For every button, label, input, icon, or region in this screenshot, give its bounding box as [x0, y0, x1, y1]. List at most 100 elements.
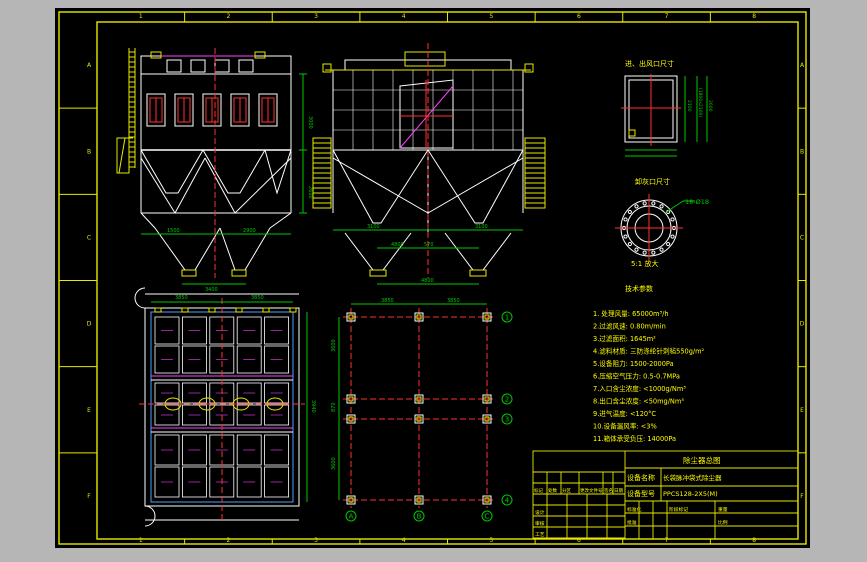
border-col-marker: 7: [665, 537, 669, 544]
tb-header-cell: 日期: [614, 488, 623, 494]
column-pad: [482, 495, 492, 505]
border-col-marker: 3: [314, 13, 318, 20]
foundation-top-dim-left: 3850: [381, 298, 394, 304]
axis-bubble-col: [345, 510, 357, 522]
axis-label-col: A: [349, 513, 354, 521]
front-dim-hopper-left: 1500: [167, 228, 180, 234]
inlet-dim-size: (1800x2100): [697, 88, 703, 117]
bolt-hole: [623, 234, 628, 239]
column-base: [484, 396, 490, 402]
tb-header-cell: 更改文件号: [580, 487, 603, 494]
filter-cell: [236, 466, 262, 498]
front-dim-hopper-right: 2900: [243, 228, 256, 234]
filter-cell: [154, 434, 180, 466]
border-row-marker: C: [800, 234, 804, 241]
column-base: [416, 416, 422, 422]
axis-label-row: 4: [505, 497, 510, 505]
foundation-view: [338, 303, 495, 508]
column-base: [416, 497, 422, 503]
filter-cell: [182, 404, 207, 426]
foundation-side-dim-1: 3600: [331, 339, 337, 352]
bolt-hole: [670, 217, 675, 222]
border-col-marker: 1: [139, 537, 143, 544]
side-view-dims: 3100 4800 3100 570 4800: [367, 224, 488, 284]
tb-header-cell: 标记: [534, 487, 543, 494]
side-dim-left: 3100: [367, 224, 380, 230]
bolt-hole: [666, 241, 671, 247]
plan-dim-left: 3850: [175, 295, 188, 301]
foundation-dims: 3850 3850 3600 870 3600: [331, 298, 460, 470]
tb-role-cell: 审核: [535, 520, 545, 527]
top-flange: [181, 307, 189, 313]
plan-view: [134, 287, 308, 527]
equipment-name-value: 长袋脉冲袋式除尘器: [663, 473, 722, 482]
column-base: [484, 416, 490, 422]
filter-cell: [182, 434, 207, 466]
filter-cell: [264, 466, 290, 498]
column-pad: [414, 495, 424, 505]
front-view: [116, 48, 307, 285]
front-window-frame: [258, 93, 278, 127]
bolt-hole: [627, 241, 632, 247]
tb-header-cell: 处数: [548, 487, 557, 494]
foundation-top-dim-right: 3850: [447, 298, 460, 304]
column-base: [416, 314, 422, 320]
filter-cell: [264, 382, 290, 404]
tb-right-cell: 阶段标记: [669, 506, 688, 513]
column-base: [416, 396, 422, 402]
border-row-marker: D: [800, 321, 805, 328]
discharge-scale-note: 5:1 放大: [631, 259, 659, 268]
equipment-model-value: PPCS128-2X5(M): [663, 490, 718, 498]
border-col-marker: 2: [227, 13, 231, 20]
title-block-right-cells: 标准化批准阶段标记重量比例: [627, 506, 728, 526]
border-row-marker: B: [87, 148, 91, 155]
bolt-hole: [634, 247, 639, 252]
roof-hatch: [166, 59, 182, 73]
top-flange: [154, 307, 162, 313]
inlet-dim-2600: 2600: [707, 100, 713, 112]
bolt-hole: [627, 209, 632, 215]
axis-label-row: 3: [505, 416, 509, 424]
filter-cell: [182, 466, 207, 498]
border-row-marker: C: [87, 234, 91, 241]
axis-bubble-row: [501, 413, 513, 425]
side-dim-right: 3100: [475, 224, 488, 230]
axis-label-row: 2: [505, 396, 509, 404]
border-col-marker: 4: [402, 13, 406, 20]
tech-param-item: 7.入口含尘浓度: <1000g/Nm³: [593, 384, 686, 393]
border-row-marker: F: [87, 493, 91, 500]
tech-param-item: 2.过滤风速: 0.80m/min: [593, 322, 666, 331]
filter-cell: [264, 434, 290, 466]
plan-view-dims: 3850 3850 3940: [175, 295, 316, 413]
tb-header-cell: 分区: [562, 487, 571, 494]
title-block: [532, 450, 799, 540]
column-base: [484, 314, 490, 320]
column-pad: [346, 394, 356, 404]
front-view-dims: 3000 2600 1500 2900 3400: [167, 116, 313, 293]
plan-dim-height: 3940: [310, 400, 316, 413]
border-row-marker: D: [87, 321, 92, 328]
bolt-hole: [659, 247, 664, 252]
front-dim-height-lower: 2600: [307, 186, 313, 199]
tb-right-cell: 标准化: [627, 506, 642, 513]
tech-param-item: 11.箱体承受负压: 14000Pa: [593, 434, 676, 443]
column-pad: [482, 312, 492, 322]
border-col-marker: 2: [227, 537, 231, 544]
roof-hatch: [238, 59, 254, 73]
border-col-marker: 5: [489, 537, 493, 544]
axis-bubble-row: [501, 311, 513, 323]
filter-cell: [236, 345, 262, 374]
equipment-model-label: 设备型号: [627, 489, 655, 498]
front-dim-height-upper: 3000: [307, 116, 313, 129]
border-col-marker: 7: [665, 13, 669, 20]
tb-right-cell: 比例: [718, 519, 728, 526]
bolt-hole: [623, 217, 628, 222]
tb-header-cell: 签名: [604, 487, 613, 494]
plan-dim-right: 3850: [251, 295, 264, 301]
outer-border: [58, 11, 807, 545]
foundation-side-dim-2: 870: [331, 402, 337, 412]
